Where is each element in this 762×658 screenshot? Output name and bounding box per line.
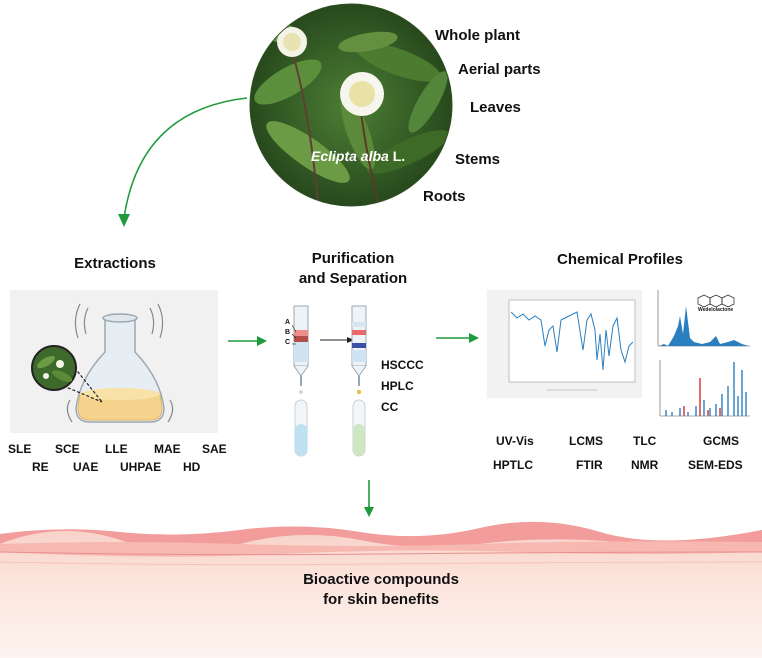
structure-name: Wedelolactone [698,307,734,313]
title-purification: Purification and Separation [278,249,428,289]
mass-spectrum-plot [650,356,754,426]
method-ftir: FTIR [576,458,603,472]
method-cc: CC [381,400,399,414]
column-label-b: B [285,329,291,336]
column-label-c: C [285,339,291,346]
method-lcms: LCMS [569,434,603,448]
method-uhpae: UHPAE [120,460,162,474]
bottom-caption: Bioactive compounds for skin benefits [231,570,531,610]
part-stems: Stems [455,151,501,168]
plant-species-label: Eclipta alba L. [311,148,405,164]
part-aerial-parts: Aerial parts [458,61,541,78]
method-hptlc: HPTLC [493,458,533,472]
title-purification-line2: and Separation [298,270,408,287]
arrow-down-to-skin [364,480,374,517]
method-sce: SCE [55,442,80,456]
plant-photo [249,3,453,207]
plant-species-italic: Eclipta alba [311,148,389,164]
method-hplc: HPLC [381,379,414,393]
method-sem-eds: SEM-EDS [688,458,743,472]
method-hd: HD [183,460,201,474]
plant-species-suffix: L. [388,148,406,164]
method-gcms: GCMS [703,434,739,448]
method-re: RE [32,460,49,474]
method-sae: SAE [202,442,227,456]
bottom-caption-line2: for skin benefits [323,591,439,608]
method-uv-vis: UV-Vis [496,434,534,448]
chromatogram-plot [650,286,754,352]
part-whole-plant: Whole plant [435,27,520,44]
part-leaves: Leaves [470,99,521,116]
arrow-plant-to-extraction [118,97,248,227]
part-roots: Roots [423,188,466,205]
method-lle: LLE [105,442,128,456]
method-uae: UAE [73,460,99,474]
method-tlc: TLC [633,434,657,448]
column-label-a: A [285,319,291,326]
bottom-caption-line1: Bioactive compounds [303,571,459,588]
title-chemical-profiles: Chemical Profiles [557,251,683,268]
title-extractions: Extractions [74,255,156,272]
extraction-flask-illustration [10,290,218,433]
title-purification-line1: Purification [311,250,395,267]
method-sle: SLE [8,442,32,456]
method-nmr: NMR [631,458,659,472]
arrow-extraction-to-purification [228,336,267,346]
method-mae: MAE [154,442,181,456]
arrow-purification-to-profiles [436,333,479,343]
method-hsccc: HSCCC [381,358,424,372]
column-chromatography-illustration [291,305,367,457]
skin-layers-illustration [0,521,762,658]
spectrum-plot [487,290,642,398]
